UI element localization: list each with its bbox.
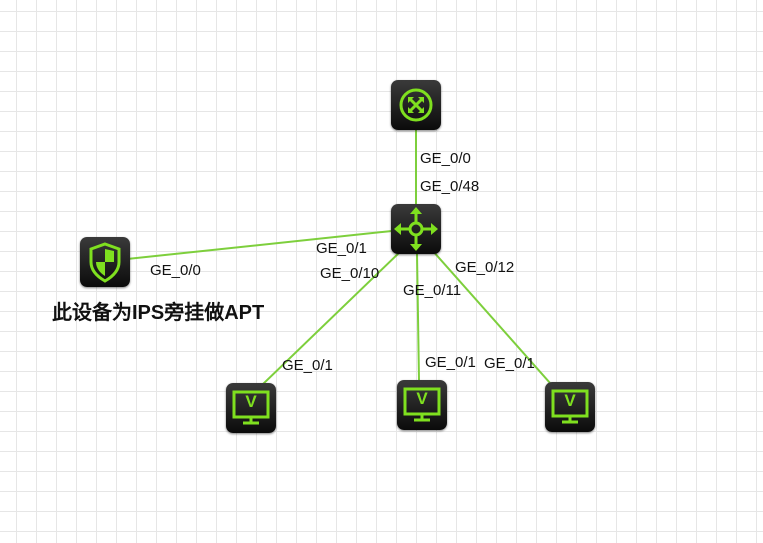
switch-node[interactable] (391, 204, 441, 254)
host-3-glyph: V (564, 391, 576, 410)
port-label-switch-host-3: GE_0/12 (455, 259, 515, 276)
link-switch-host-1[interactable] (261, 249, 403, 386)
link-switch-host-3[interactable] (431, 249, 551, 384)
port-label-router: GE_0/0 (420, 150, 471, 167)
link-switch-host-2[interactable] (416, 253, 420, 381)
port-label-host-2: GE_0/1 (425, 354, 476, 371)
host-node-1[interactable]: V (226, 383, 276, 433)
firewall-node[interactable] (80, 237, 130, 287)
vpc-monitor-icon (403, 387, 441, 422)
port-label-host-3: GE_0/1 (484, 355, 535, 372)
host-1-glyph: V (245, 392, 257, 411)
vpc-monitor-icon (232, 390, 270, 425)
link-firewall-switch[interactable] (126, 230, 393, 260)
port-label-switch-host-1: GE_0/10 (320, 265, 380, 282)
firewall-caption: 此设备为IPS旁挂做APT (52, 302, 265, 324)
switch-icon (394, 207, 438, 251)
port-label-host-1: GE_0/1 (282, 357, 333, 374)
port-label-switch-uplink: GE_0/48 (420, 178, 480, 195)
router-node[interactable] (391, 80, 441, 130)
host-node-2[interactable]: V (397, 380, 447, 430)
port-label-switch-firewall: GE_0/1 (316, 240, 367, 257)
vpc-monitor-icon (551, 389, 589, 424)
router-icon (399, 88, 433, 122)
host-2-glyph: V (416, 389, 428, 408)
shield-firewall-icon (89, 242, 121, 283)
host-node-3[interactable]: V (545, 382, 595, 432)
port-label-firewall: GE_0/0 (150, 262, 201, 279)
port-label-switch-host-2: GE_0/11 (403, 282, 462, 299)
